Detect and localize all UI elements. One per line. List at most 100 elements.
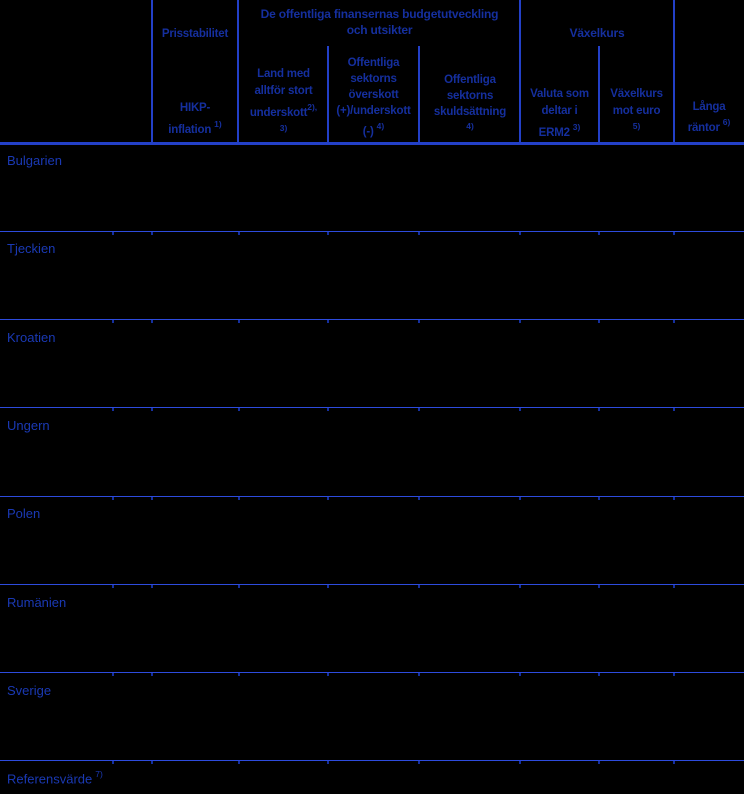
group-header-label: och utsikter [346,23,413,37]
row-label-kroatien: Kroatien [7,330,56,345]
row-label-rumanien: Rumänien [7,595,67,610]
col-header-line: (+)/underskott [336,105,411,117]
col-header-line: Långa [692,101,726,113]
col-header-line: mot euro [612,105,661,117]
column-tick [112,585,114,588]
column-tick [418,761,420,764]
col-header-line: överskott [348,89,399,101]
row-separator [0,231,744,232]
column-tick [112,408,114,411]
column-tick [238,232,240,235]
column-divider [519,0,521,143]
subcolumn-divider [598,46,600,143]
col-header-line: underskott2), [249,102,318,119]
header-rule [0,142,744,145]
column-tick [238,497,240,500]
column-divider [237,0,239,143]
column-tick [598,408,600,411]
row-separator [0,496,744,497]
col-header-line: 5) [632,121,641,131]
column-tick [151,673,153,676]
column-tick [673,408,675,411]
column-tick [151,408,153,411]
col-header-line: Offentliga [347,57,400,69]
column-tick [151,232,153,235]
column-tick [598,673,600,676]
column-tick [238,761,240,764]
column-tick [112,320,114,323]
column-tick [238,320,240,323]
column-tick [519,320,521,323]
col-header-kurs-euro: Växelkurs mot euro 5) [599,86,674,139]
col-header-line: 3) [279,122,288,133]
column-tick [519,761,521,764]
column-tick [519,232,521,235]
column-tick [673,232,675,235]
col-header-line: sektorns [446,90,494,102]
column-tick [112,232,114,235]
column-tick [238,408,240,411]
column-tick [673,761,675,764]
row-separator [0,407,744,408]
row-separator [0,672,744,673]
row-separator [0,584,744,585]
group-header-budget: De offentliga finansernas budgetutveckli… [239,6,520,38]
column-tick [598,497,600,500]
column-tick [598,761,600,764]
col-header-line: deltar i [541,105,578,117]
column-tick [112,761,114,764]
row-label-bulgarien: Bulgarien [7,153,62,168]
column-tick [327,673,329,676]
col-header-line: (-)4) [362,121,385,138]
row-separator [0,760,744,761]
group-header-label: Växelkurs [569,26,625,40]
col-header-line: Växelkurs [610,88,663,100]
col-header-line: Offentliga [444,74,496,86]
column-tick [151,497,153,500]
column-tick [238,585,240,588]
column-tick [673,673,675,676]
col-header-line: skuldsättning [433,106,507,118]
column-tick [238,673,240,676]
column-tick [151,761,153,764]
col-header-line: alltför stort [254,85,313,97]
column-tick [418,673,420,676]
column-divider [673,0,675,143]
subcolumn-divider [327,46,329,143]
column-tick [112,497,114,500]
column-tick [327,408,329,411]
col-header-line: 4) [466,121,474,131]
column-tick [519,408,521,411]
row-label-tjeckien: Tjeckien [7,241,56,256]
column-tick [519,497,521,500]
column-tick [673,497,675,500]
column-tick [598,585,600,588]
column-tick [112,673,114,676]
column-tick [418,497,420,500]
column-tick [327,761,329,764]
col-header-skuldsattning: Offentliga sektorns skuldsättning 4) [420,72,520,139]
subcolumn-divider [418,46,420,143]
group-header-label: Prisstabilitet [161,28,229,40]
column-tick [418,320,420,323]
column-tick [418,585,420,588]
column-tick [519,673,521,676]
group-header-label: De offentliga finansernas budgetutveckli… [260,7,499,21]
column-tick [519,585,521,588]
group-header-prisstabilitet: Prisstabilitet [152,26,238,42]
column-tick [327,320,329,323]
col-header-line: Valuta som [530,88,589,100]
column-divider [151,0,153,143]
column-tick [598,320,600,323]
row-label-polen: Polen [7,506,41,521]
col-header-line: Land med [257,68,310,80]
row-separator [0,319,744,320]
col-header-underskott: Land med alltför stort underskott2), 3) [239,66,328,141]
group-header-vaxelkurs: Växelkurs [520,25,674,41]
column-tick [327,497,329,500]
